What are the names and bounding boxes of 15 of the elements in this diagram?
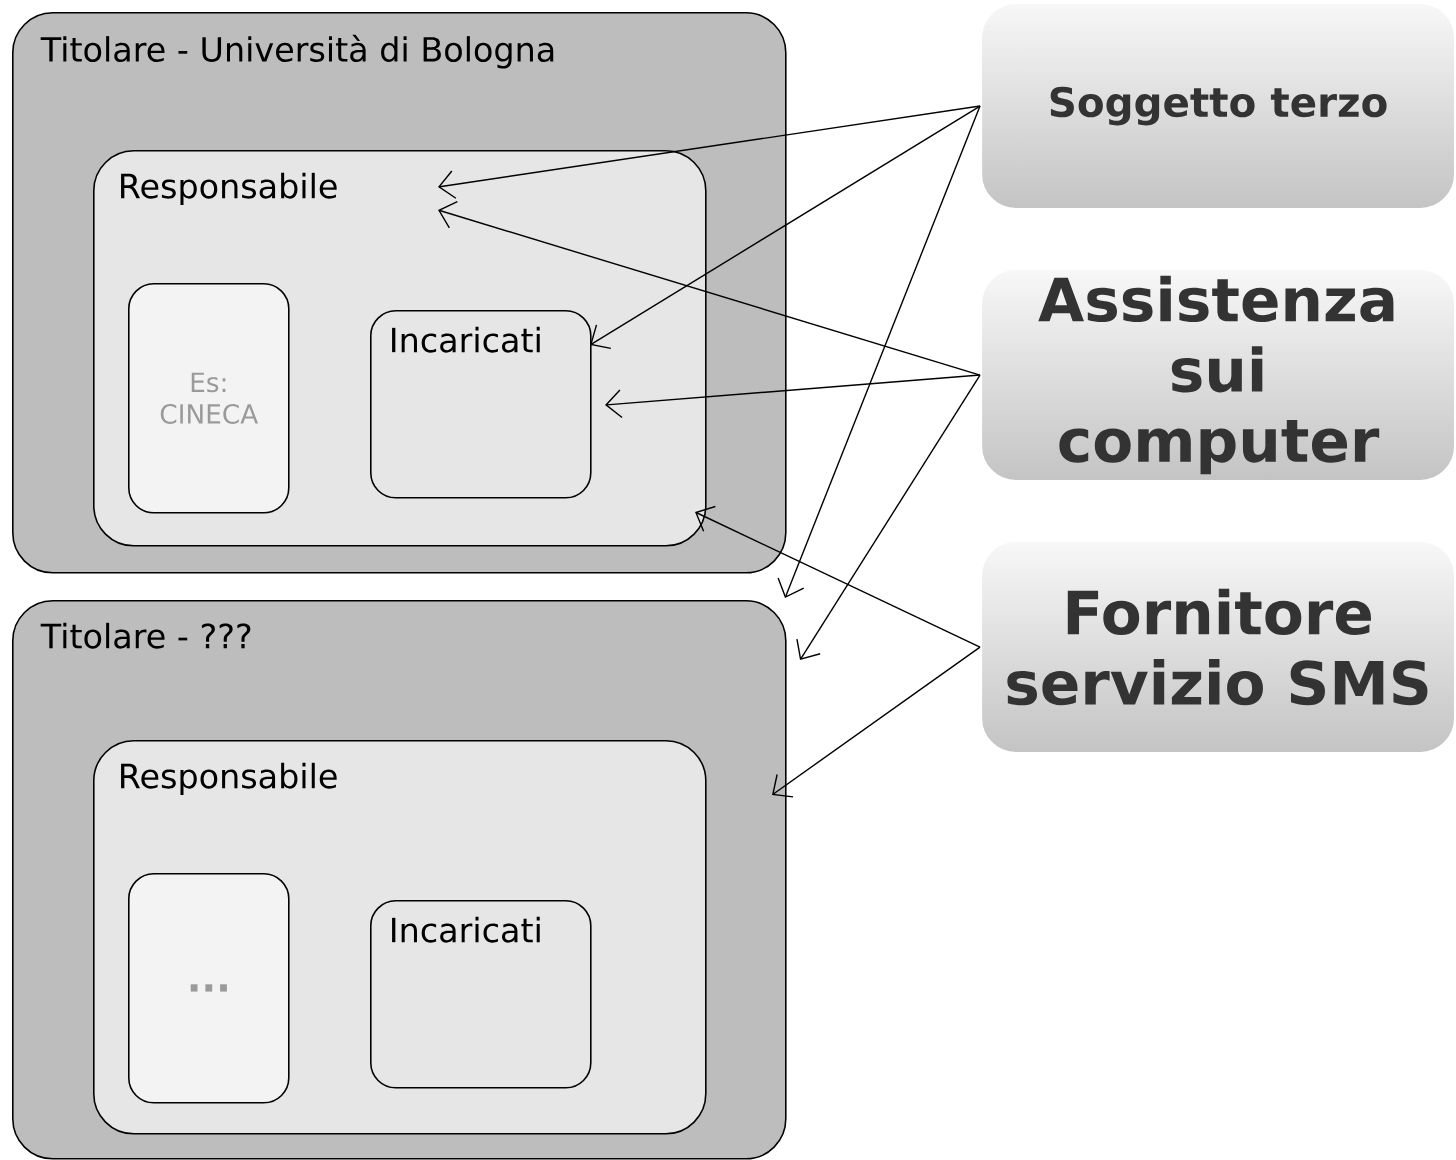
arrow bbox=[590, 105, 981, 350]
staff-box: Incaricati bbox=[370, 900, 592, 1089]
party-box: Soggetto terzo bbox=[980, 2, 1456, 211]
party-box: Fornitore servizio SMS bbox=[980, 540, 1456, 755]
arrow bbox=[605, 374, 981, 419]
staff-box: Incaricati bbox=[370, 310, 592, 499]
arrow bbox=[772, 646, 981, 798]
arrow bbox=[695, 505, 981, 648]
party-box: Assistenza sui computer bbox=[980, 268, 1456, 483]
arrow bbox=[777, 105, 981, 599]
arrow bbox=[438, 200, 981, 376]
arrow bbox=[438, 105, 981, 199]
example-box: ... bbox=[128, 873, 290, 1104]
arrow bbox=[796, 374, 981, 660]
example-box: Es: CINECA bbox=[128, 283, 290, 514]
